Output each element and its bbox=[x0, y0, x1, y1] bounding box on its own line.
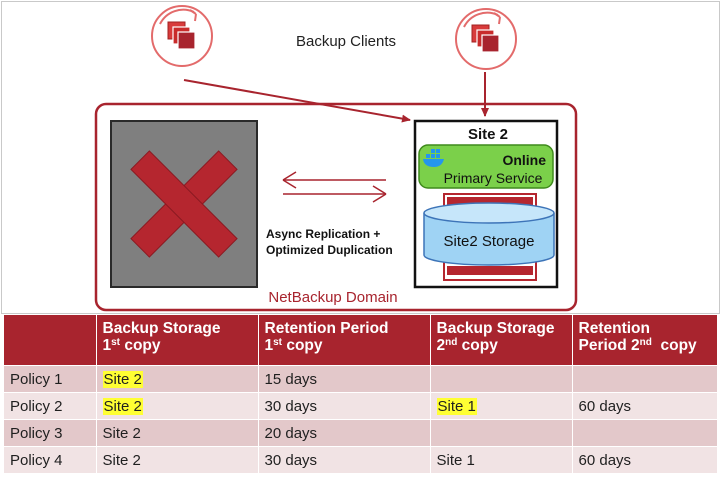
retention-2-cell: 60 days bbox=[572, 446, 718, 473]
storage-cylinder-icon bbox=[423, 202, 555, 266]
policy-cell: Policy 3 bbox=[4, 419, 97, 447]
policy-cell: Policy 4 bbox=[4, 446, 97, 473]
storage-1-cell: Site 2 bbox=[96, 392, 259, 420]
storage-1-cell: Site 2 bbox=[96, 446, 259, 473]
backup-client-icon bbox=[455, 8, 517, 70]
replication-label-line1: Async Replication + bbox=[266, 227, 380, 241]
retention-1-cell: 15 days bbox=[258, 365, 431, 393]
replication-label-line2: Optimized Duplication bbox=[266, 243, 393, 257]
primary-service-label: Primary Service bbox=[444, 170, 543, 186]
failed-site-cross-icon bbox=[130, 150, 238, 258]
architecture-diagram: Backup Clients NetBackup Domain Async Re… bbox=[1, 1, 720, 314]
storage-1-cell: Site 2 bbox=[96, 365, 259, 393]
docker-whale-icon bbox=[423, 149, 444, 167]
retention-2-cell bbox=[572, 419, 718, 447]
policy-cell: Policy 2 bbox=[4, 392, 97, 420]
online-primary-service bbox=[418, 144, 554, 189]
backup-client-icon bbox=[151, 5, 213, 67]
retention-2-cell bbox=[572, 365, 718, 393]
client-to-site2-arrow bbox=[183, 79, 411, 123]
retention-1-cell: 30 days bbox=[258, 392, 431, 420]
storage-1-cell: Site 2 bbox=[96, 419, 259, 447]
retention-2-cell: 60 days bbox=[572, 392, 718, 420]
site2-storage-label: Site2 Storage bbox=[444, 233, 535, 250]
domain-label: NetBackup Domain bbox=[268, 289, 397, 306]
online-status: Online bbox=[502, 152, 546, 168]
outer-border bbox=[1, 1, 720, 314]
policy-cell: Policy 1 bbox=[4, 365, 97, 393]
storage-2-cell: Site 1 bbox=[430, 392, 573, 420]
header-policy bbox=[4, 315, 97, 366]
retention-1-cell: 30 days bbox=[258, 446, 431, 473]
site2-title: Site 2 bbox=[468, 126, 508, 143]
replication-arrows bbox=[282, 171, 387, 203]
storage-2-cell bbox=[430, 419, 573, 447]
retention-1-cell: 20 days bbox=[258, 419, 431, 447]
netbackup-domain-box bbox=[94, 102, 578, 312]
storage-2-cell bbox=[430, 365, 573, 393]
backup-clients-label: Backup Clients bbox=[296, 33, 396, 50]
storage-2-cell: Site 1 bbox=[430, 446, 573, 473]
